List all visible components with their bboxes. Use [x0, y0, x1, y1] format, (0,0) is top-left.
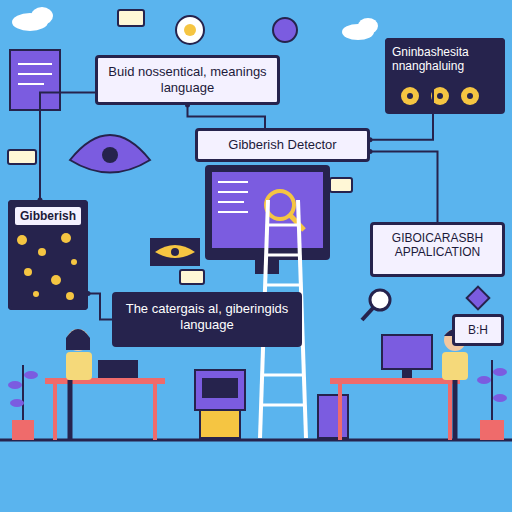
gears: [401, 87, 479, 105]
connector: [86, 291, 113, 320]
plant: [8, 360, 507, 440]
process-box: Gninbashesita nnanghaluing: [385, 38, 505, 84]
connector: [368, 84, 434, 142]
panel-box: Gibberish: [8, 200, 88, 310]
panel-fill: [385, 38, 505, 114]
small-label: B:H: [452, 314, 504, 346]
floor: [0, 439, 512, 442]
device: [195, 370, 245, 410]
node-text: GIBOICARASBH APPALICATION: [381, 231, 494, 260]
node-text: Gibberish Detector: [206, 137, 359, 153]
person-right: [330, 329, 468, 440]
magnifier: [370, 290, 390, 310]
node-text: Gibberish: [15, 207, 81, 225]
diamond-icon: [467, 287, 490, 310]
process-box: Buid nossentical, meanings language: [95, 55, 280, 105]
panel-fill: [8, 200, 88, 310]
process-box: GIBOICARASBH APPALICATION: [370, 222, 505, 277]
title-box: Gibberish Detector: [195, 128, 370, 162]
eye-icon: [70, 135, 150, 173]
process-box: The catergais al, giberingids language: [112, 292, 302, 347]
gear-icon: [273, 18, 297, 42]
dots: [17, 233, 77, 300]
connector: [185, 103, 265, 129]
node-text: The catergais al, giberingids language: [123, 301, 291, 332]
bulb-icon: [176, 16, 204, 44]
connector: [368, 149, 438, 222]
clipboard: [10, 50, 60, 110]
connector: [38, 93, 96, 203]
node-text: B:H: [463, 323, 493, 337]
books: [318, 395, 348, 438]
node-text: Gninbashesita nnanghaluing: [392, 45, 498, 74]
node-text: Buid nossentical, meanings language: [106, 64, 269, 95]
eye-box: [150, 238, 200, 266]
